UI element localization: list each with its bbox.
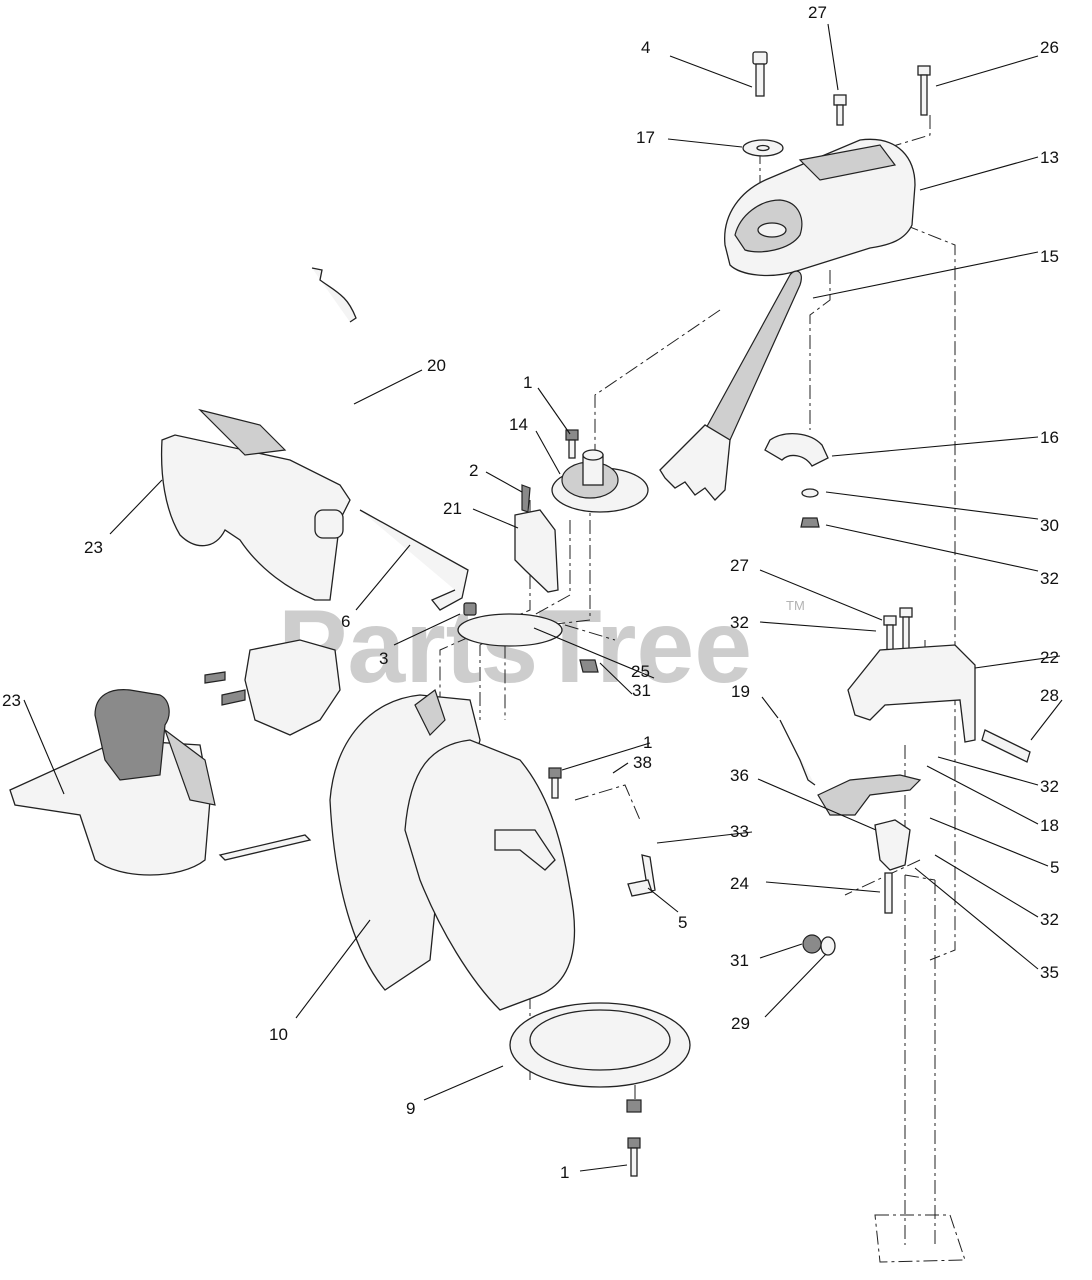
callout-36: 36 [730,766,749,785]
deflector-23-lower [9,689,312,876]
callout-32-bottom: 32 [1040,910,1059,929]
bolt-27-top [833,94,847,126]
washer-29 [820,936,836,956]
callout-3: 3 [379,649,388,668]
deflector-23-upper [160,408,351,601]
callout-16: 16 [1040,428,1059,447]
nut-32-top [800,517,820,528]
bolt-4 [752,51,768,97]
bracket-22 [847,644,976,743]
callout-4: 4 [641,38,650,57]
pin-28 [981,729,1031,763]
nut-31-upper [579,659,599,673]
callout-24: 24 [730,874,749,893]
callout-22: 22 [1040,648,1059,667]
callout-28: 28 [1040,686,1059,705]
post-35 [874,874,966,1263]
callout-25: 25 [631,662,650,681]
bolt-1-middle [548,767,562,799]
callout-5-left: 5 [678,913,687,932]
clamp-16 [764,433,829,467]
screw-2 [521,484,531,513]
nut-31-lower [802,934,822,954]
control-assembly [204,639,341,736]
callout-1: 1 [523,373,532,392]
callout-13: 13 [1040,148,1059,167]
callout-10: 10 [269,1025,288,1044]
callout-5-right: 5 [1050,858,1059,877]
callout-1-middle: 1 [643,733,652,752]
callout-23: 23 [84,538,103,557]
callout-labels: 4 27 26 17 13 15 20 1 14 16 2 30 21 23 3… [2,3,1059,1182]
screw-3 [463,602,477,616]
callout-38: 38 [633,753,652,772]
callout-19: 19 [731,682,750,701]
washer-30 [801,488,819,498]
callout-leaders [23,23,1063,1172]
gear-housing-13 [724,138,916,277]
callout-29: 29 [731,1014,750,1033]
rod-6 [359,509,469,611]
bolt-26 [917,65,931,116]
callout-31-lower: 31 [730,951,749,970]
bolt-33 [641,854,656,893]
callout-18: 18 [1040,816,1059,835]
watermark-text: PartsTree [278,589,752,705]
callout-6: 6 [341,612,350,631]
callout-27: 27 [808,3,827,22]
callout-23-lower: 23 [2,691,21,710]
callout-21: 21 [443,499,462,518]
callout-20: 20 [427,356,446,375]
callout-9: 9 [406,1099,415,1118]
callout-31: 31 [632,681,651,700]
callout-33: 33 [730,822,749,841]
clip-5-left [627,879,653,897]
shaft-15 [659,270,802,501]
gear-14 [551,449,649,513]
callout-15: 15 [1040,247,1059,266]
bracket-36 [874,819,911,871]
callout-26: 26 [1040,38,1059,57]
callout-17: 17 [636,128,655,147]
bolt-24 [884,872,893,914]
watermark-trademark: TM [786,598,805,613]
spring-20 [311,267,357,323]
callout-35: 35 [1040,963,1059,982]
callout-32-third: 32 [1040,777,1059,796]
callout-2: 2 [469,461,478,480]
chute-10 [329,689,576,1011]
callout-32-right: 32 [730,613,749,632]
bracket-21 [514,509,559,593]
bolt-1-upper [565,429,579,459]
plate-25 [457,613,563,647]
callout-32: 32 [1040,569,1059,588]
spring-19 [779,719,816,786]
callout-30: 30 [1040,516,1059,535]
bolt-27-right [883,607,913,654]
callout-14: 14 [509,415,528,434]
bolt-1-bottom [627,1137,641,1177]
ring-9 [509,1002,691,1113]
bracket-38 [494,829,556,871]
lever-18 [817,774,922,816]
callout-1-bottom: 1 [560,1163,569,1182]
callout-27-right: 27 [730,556,749,575]
